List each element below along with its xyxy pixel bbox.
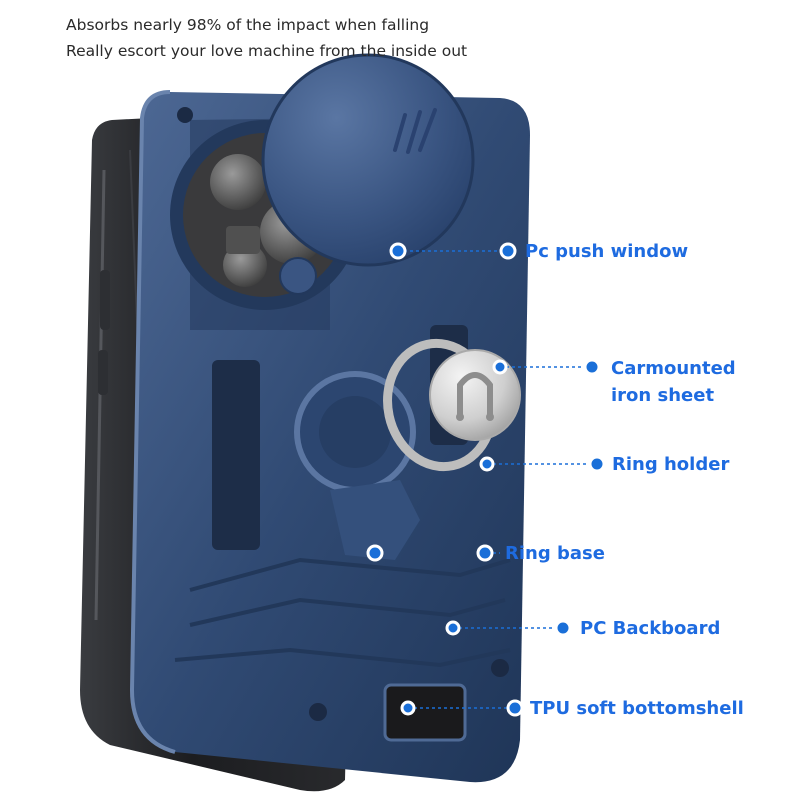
callout-dots	[366, 242, 606, 717]
dot-tpu-end	[506, 699, 524, 717]
dot-ring-holder	[479, 456, 495, 472]
label-ring-holder: Ring holder	[612, 454, 730, 475]
intro-line-1: Absorbs nearly 98% of the impact when fa…	[66, 16, 430, 34]
dot-iron-sheet	[492, 359, 508, 375]
dot-pc-push-window	[389, 242, 407, 260]
label-carmounted-iron-sheet: Carmounted iron sheet	[611, 358, 736, 406]
dot-ring-base-end	[476, 544, 494, 562]
dot-tpu	[400, 700, 416, 716]
label-pc-push-window: Pc push window	[525, 241, 689, 262]
intro-line-2: Really escort your love machine from the…	[66, 42, 468, 60]
intro-text: Absorbs nearly 98% of the impact when fa…	[66, 12, 467, 64]
dot-pc-backboard-end	[554, 619, 572, 637]
pc-push-window-disc	[261, 53, 475, 295]
dot-iron-sheet-end	[583, 358, 601, 376]
dot-ring-base	[366, 544, 384, 562]
dot-ring-holder-end	[588, 455, 606, 473]
label-ring-base: Ring base	[505, 543, 605, 564]
dot-pc-backboard	[445, 620, 461, 636]
dot-pc-push-window-end	[499, 242, 517, 260]
label-tpu-soft-bottomshell: TPU soft bottomshell	[530, 698, 744, 719]
label-pc-backboard: PC Backboard	[580, 618, 721, 639]
